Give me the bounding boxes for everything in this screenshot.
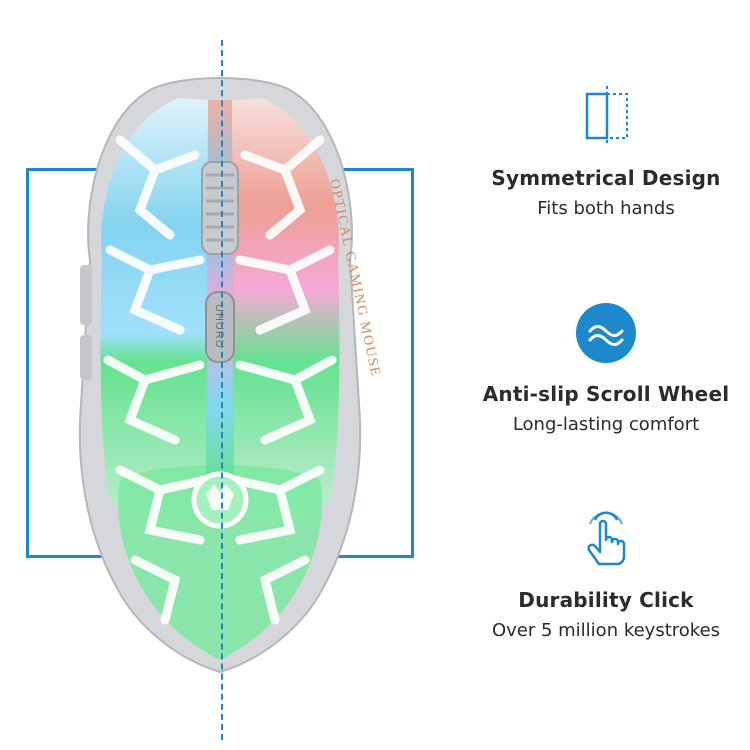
center-stripe [206, 100, 234, 480]
tiger-logo [191, 471, 249, 529]
scroll-wheel-icon [576, 303, 636, 363]
symmetry-axis [221, 40, 223, 740]
scroll-wheel [201, 161, 239, 255]
dpi-button [205, 291, 235, 363]
gaming-mouse-image: OPTICAL GAMING MOUSE UHURU [60, 60, 380, 710]
touch-click-icon [587, 511, 626, 566]
feature-durability-click: Durability Click Over 5 million keystrok… [470, 506, 742, 641]
feature-symmetrical-design: Symmetrical Design Fits both hands [470, 84, 742, 219]
feature-anti-slip-scroll-wheel: Anti-slip Scroll Wheel Long-lasting comf… [470, 300, 742, 435]
side-button-front [80, 265, 92, 325]
feature-title: Durability Click [518, 588, 694, 612]
feature-subtitle: Over 5 million keystrokes [491, 620, 721, 641]
brand-text: UHURU [213, 304, 225, 349]
side-button-back [80, 335, 92, 380]
feature-subtitle: Long-lasting comfort [512, 414, 700, 435]
feature-title: Anti-slip Scroll Wheel [482, 382, 730, 406]
feature-title: Symmetrical Design [491, 166, 721, 190]
symmetry-icon [585, 86, 628, 146]
feature-subtitle: Fits both hands [537, 198, 675, 219]
